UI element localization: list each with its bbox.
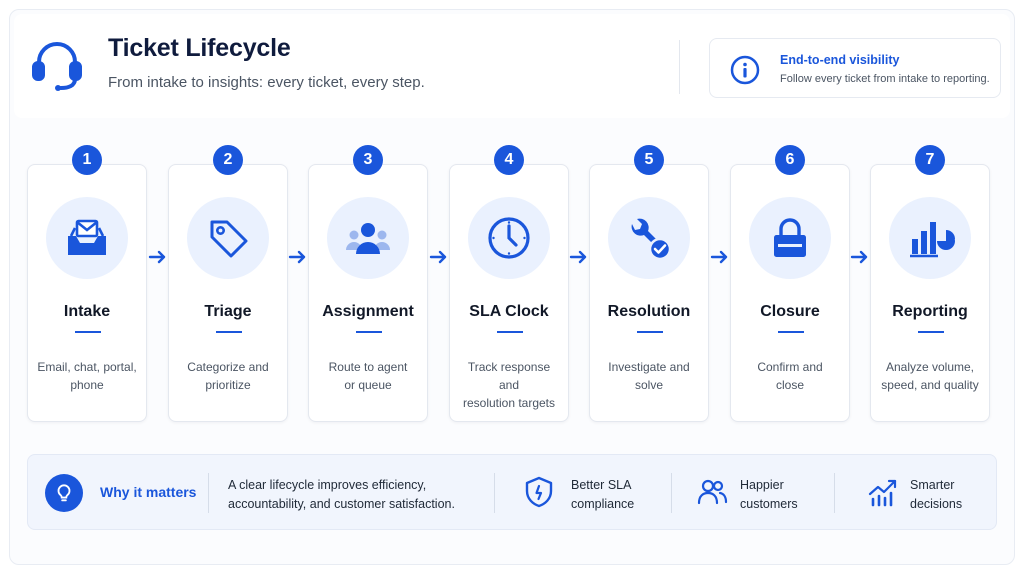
people-icon xyxy=(346,223,390,254)
step-icon-circle xyxy=(749,197,831,279)
step-name: Triage xyxy=(204,303,252,320)
step-name: Intake xyxy=(63,303,111,320)
step-underline xyxy=(356,331,382,333)
step-description: Analyze volume,speed, and quality xyxy=(881,360,979,392)
header-divider xyxy=(679,40,680,94)
step-underline xyxy=(216,331,242,333)
trend-chart-icon xyxy=(868,479,897,507)
visibility-description: Follow every ticket from intake to repor… xyxy=(780,73,990,85)
lightbulb-icon xyxy=(45,474,83,512)
page-subtitle: From intake to insights: every ticket, e… xyxy=(108,74,425,91)
why-it-matters-banner: Why it matters A clear lifecycle improve… xyxy=(27,454,997,530)
why-it-matters-text: A clear lifecycle improves efficiency, a… xyxy=(228,478,455,511)
step-icon-circle xyxy=(46,197,128,279)
step-underline xyxy=(75,331,101,333)
banner-divider xyxy=(671,473,672,513)
headset-icon xyxy=(32,42,82,91)
lock-icon xyxy=(774,218,806,257)
clock-icon xyxy=(488,217,530,259)
step-card-intake: Intake Email, chat, portal,phone xyxy=(27,164,147,422)
step-description: Email, chat, portal,phone xyxy=(37,360,137,392)
info-icon xyxy=(730,55,760,85)
visibility-title: End-to-end visibility xyxy=(780,53,900,67)
step-name: Reporting xyxy=(892,303,968,320)
step-underline xyxy=(637,331,663,333)
arrow-right-icon xyxy=(288,250,306,264)
step-number-badge: 1 xyxy=(72,145,102,175)
bar-chart-icon xyxy=(910,222,955,258)
step-icon-circle xyxy=(327,197,409,279)
step-underline xyxy=(918,331,944,333)
arrow-right-icon xyxy=(569,250,587,264)
step-name: Assignment xyxy=(322,303,414,320)
arrow-right-icon xyxy=(148,250,166,264)
step-icon-circle xyxy=(889,197,971,279)
visibility-callout: End-to-end visibility Follow every ticke… xyxy=(709,38,1001,98)
arrow-right-icon xyxy=(710,250,728,264)
step-card-reporting: Reporting Analyze volume,speed, and qual… xyxy=(870,164,990,422)
step-icon-circle xyxy=(608,197,690,279)
step-name: SLA Clock xyxy=(469,303,549,320)
users-icon xyxy=(697,479,728,505)
why-it-matters-label: Why it matters xyxy=(100,484,197,500)
banner-divider xyxy=(208,473,209,513)
step-icon-circle xyxy=(468,197,550,279)
inbox-icon xyxy=(68,219,106,255)
arrow-right-icon xyxy=(429,250,447,264)
banner-divider xyxy=(494,473,495,513)
shield-icon xyxy=(525,476,553,508)
step-number-badge: 4 xyxy=(494,145,524,175)
tag-icon xyxy=(210,220,248,258)
step-name: Closure xyxy=(760,303,820,320)
step-number-badge: 5 xyxy=(634,145,664,175)
step-name: Resolution xyxy=(607,303,691,320)
banner-divider xyxy=(834,473,835,513)
page-title: Ticket Lifecycle xyxy=(108,34,291,62)
step-underline xyxy=(778,331,804,333)
step-number-badge: 3 xyxy=(353,145,383,175)
step-underline xyxy=(497,331,523,333)
step-number-badge: 6 xyxy=(775,145,805,175)
step-number-badge: 7 xyxy=(915,145,945,175)
step-icon-circle xyxy=(187,197,269,279)
step-number-badge: 2 xyxy=(213,145,243,175)
arrow-right-icon xyxy=(850,250,868,264)
wrench-check-icon xyxy=(631,218,672,261)
